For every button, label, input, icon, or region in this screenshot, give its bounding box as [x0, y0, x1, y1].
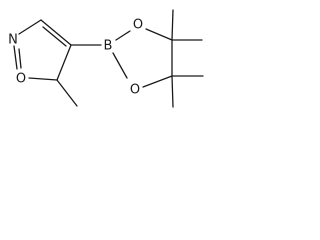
bond-lower-methyl-b: [171, 75, 174, 108]
atom-label-boron: B: [104, 39, 113, 54]
bond-boron-oxygen-upper: [115, 30, 131, 41]
bond-n-double: [18, 48, 22, 69]
bond-upper-methyl-a: [171, 9, 174, 41]
atom-label-isoxazole-nitrogen: N: [8, 33, 18, 48]
chemical-structure-diagram: N O B O O: [8, 9, 204, 108]
bond-o1-n: [13, 45, 18, 70]
bond-c5-methyl: [56, 79, 78, 107]
bond-c3-c4: [40, 19, 72, 46]
bond-c5-o1: [28, 77, 58, 81]
bond-n-c3: [18, 19, 42, 35]
bond-c3-c4-double: [42, 26, 67, 47]
isoxazole-ring: [13, 19, 102, 107]
bond-boron-oxygen-lower: [112, 52, 128, 79]
bond-c4-c5: [56, 44, 72, 81]
atom-label-isoxazole-oxygen: O: [16, 72, 26, 87]
bond-oxygen-lower-carbon: [142, 75, 173, 88]
atom-label-dioxaborolane-oxygen-upper: O: [133, 18, 143, 33]
bond-oxygen-upper-carbon: [145, 28, 173, 41]
dioxaborolane-ring: [112, 9, 204, 108]
atom-label-dioxaborolane-oxygen-lower: O: [130, 83, 140, 98]
